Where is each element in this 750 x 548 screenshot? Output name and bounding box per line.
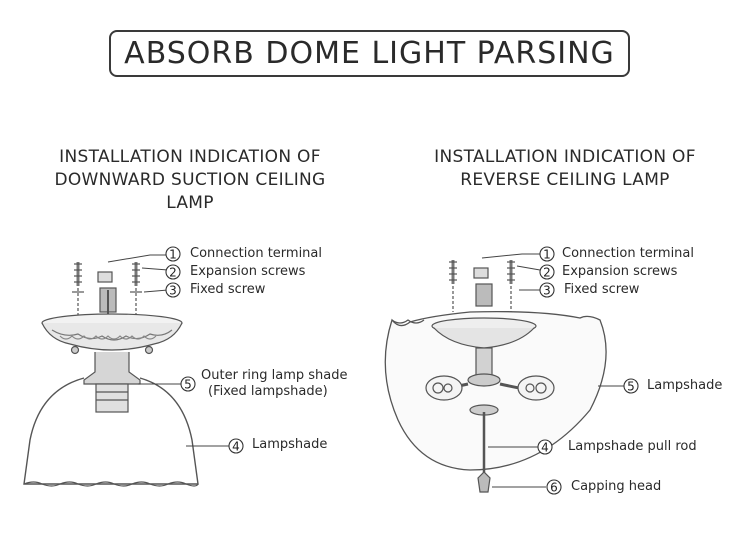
- left-label-expansion-screws: Expansion screws: [190, 264, 306, 279]
- left-heading-line-2: DOWNWARD SUCTION CEILING: [54, 170, 326, 190]
- right-callout-3-number: 3: [543, 284, 551, 298]
- right-callout-4-number: 4: [541, 441, 549, 455]
- right-heading-line-1: INSTALLATION INDICATION OF: [434, 147, 696, 167]
- left-label-lampshade: Lampshade: [252, 437, 328, 452]
- left-heading-line-3: LAMP: [166, 193, 214, 213]
- left-callout-2-marker: [165, 264, 181, 280]
- left-callout-2-number: 2: [169, 266, 177, 280]
- right-label-lampshade-pull-rod: Lampshade pull rod: [568, 439, 697, 454]
- right-lamp-illustration: [384, 253, 624, 493]
- left-label-fixed-lampshade: (Fixed lampshade): [208, 384, 328, 399]
- right-callout-3-marker: [539, 282, 555, 298]
- left-callout-5-marker: [180, 376, 196, 392]
- left-label-outer-ring-lamp-shade: Outer ring lamp shade: [201, 368, 348, 383]
- right-label-connection-terminal: Connection terminal: [562, 246, 694, 261]
- right-label-capping-head: Capping head: [571, 479, 662, 494]
- right-heading: INSTALLATION INDICATION OF REVERSE CEILI…: [415, 146, 715, 192]
- right-callout-2-number: 2: [543, 266, 551, 280]
- left-callout-3-marker: [165, 282, 181, 298]
- page-title: ABSORB DOME LIGHT PARSING: [109, 30, 630, 77]
- left-label-connection-terminal: Connection terminal: [190, 246, 322, 261]
- left-heading-line-1: INSTALLATION INDICATION OF: [59, 147, 321, 167]
- left-callout-4-marker: [228, 438, 244, 454]
- right-callout-1-number: 1: [543, 248, 551, 262]
- right-label-fixed-screw: Fixed screw: [564, 282, 640, 297]
- right-callout-5-number: 5: [627, 380, 635, 394]
- right-label-expansion-screws: Expansion screws: [562, 264, 678, 279]
- right-callout-6-marker: [546, 479, 562, 495]
- left-callout-4-number: 4: [232, 440, 240, 454]
- left-lamp-illustration: [23, 254, 230, 487]
- right-callout-1-marker: [539, 246, 555, 262]
- right-callout-2-marker: [539, 264, 555, 280]
- left-callout-5-number: 5: [184, 378, 192, 392]
- left-callout-3-number: 3: [169, 284, 177, 298]
- right-callout-6-number: 6: [550, 481, 558, 495]
- left-callout-1-marker: [165, 246, 181, 262]
- right-label-lampshade: Lampshade: [647, 378, 723, 393]
- right-callout-5-marker: [623, 378, 639, 394]
- right-callout-4-marker: [537, 439, 553, 455]
- left-heading: INSTALLATION INDICATION OF DOWNWARD SUCT…: [40, 146, 340, 215]
- right-heading-line-2: REVERSE CEILING LAMP: [460, 170, 670, 190]
- left-callout-1-number: 1: [169, 248, 177, 262]
- left-label-fixed-screw: Fixed screw: [190, 282, 266, 297]
